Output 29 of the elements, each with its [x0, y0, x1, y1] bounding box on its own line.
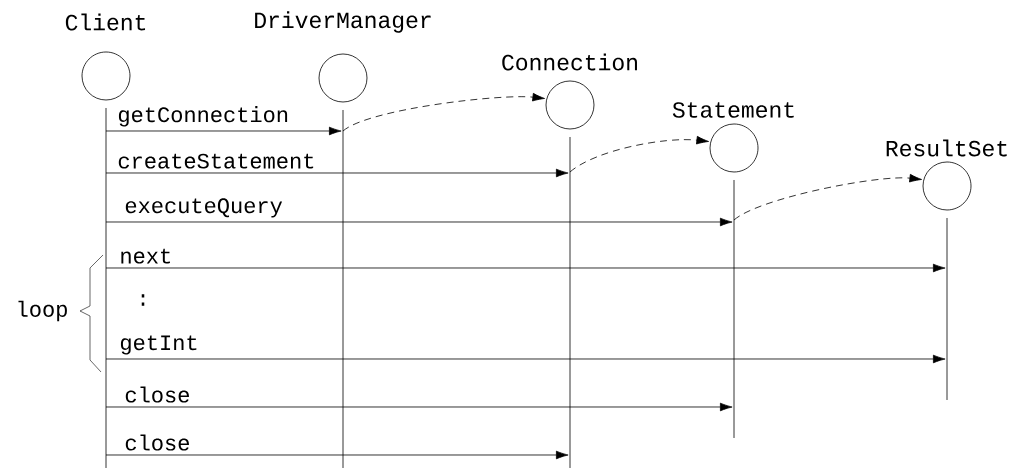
- message-label: getInt: [120, 335, 197, 355]
- lifeline: [946, 217, 948, 401]
- creation-arrow: [733, 173, 922, 221]
- object-name: Connection: [502, 53, 637, 71]
- note-text: loop: [18, 300, 67, 322]
- message-arrow: [105, 402, 733, 412]
- object-name: Statement: [672, 102, 794, 118]
- object-name: Client: [65, 13, 145, 31]
- message-arrow: [105, 126, 342, 136]
- message-arrow: [105, 217, 733, 227]
- lifeline: [105, 107, 107, 469]
- object-name: DriverManager: [255, 11, 431, 33]
- message-label: executeQuery: [125, 198, 283, 218]
- message-label: close: [125, 434, 189, 451]
- message-arrow: [105, 450, 569, 460]
- message-arrow: [105, 354, 946, 364]
- message-label: createStatement: [118, 153, 314, 169]
- message-arrow: [105, 263, 946, 273]
- object-name: ResultSet: [886, 139, 1007, 157]
- note-text: :: [141, 294, 145, 306]
- lifeline: [733, 179, 735, 439]
- message-label: next: [121, 248, 170, 264]
- message-arrow: [105, 168, 569, 178]
- creation-arrow: [569, 135, 709, 173]
- lifeline: [342, 109, 344, 469]
- message-label: close: [125, 386, 189, 403]
- creation-arrow: [342, 92, 545, 132]
- message-label: getConnection: [118, 106, 288, 127]
- lifeline: [569, 136, 571, 469]
